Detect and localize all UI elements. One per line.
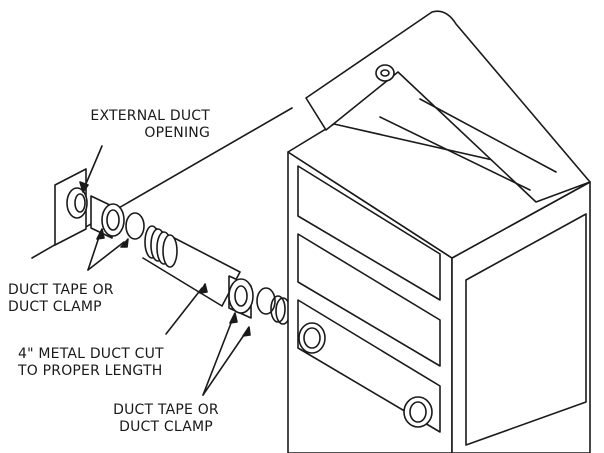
external-duct-opening [66,187,88,219]
label-duct-tape-upper: DUCT TAPE OR DUCT CLAMP [8,282,114,316]
label-external-duct-line2: OPENING [144,125,210,141]
side-panel-1 [297,165,441,301]
external-wall-plate [54,168,88,246]
label-metal-duct: 4" METAL DUCT CUT TO PROPER LENGTH [18,346,164,380]
label-duct-tape-lower: DUCT TAPE OR DUCT CLAMP [96,402,236,436]
label-external-duct-opening: EXTERNAL DUCT OPENING [50,108,210,142]
dryer-door [465,213,587,446]
label-duct-tape-upper-line2: DUCT CLAMP [8,299,102,315]
leader-lines [79,145,251,396]
label-external-duct-line1: EXTERNAL DUCT [90,108,210,124]
metal-duct [142,225,241,307]
dryer-lower-vent [403,396,433,428]
label-metal-duct-line2: TO PROPER LENGTH [18,363,163,379]
label-duct-tape-lower-line1: DUCT TAPE OR [113,402,219,418]
label-duct-tape-upper-line1: DUCT TAPE OR [8,282,114,298]
lower-duct-clamp [228,275,291,325]
side-panel-3 [297,299,441,433]
dryer [287,10,591,453]
label-metal-duct-line1: 4" METAL DUCT CUT [18,346,164,362]
dryer-exhaust-port [298,322,326,354]
upper-duct-clamp [90,195,145,240]
control-knob [375,64,395,82]
side-panel-2 [297,233,441,367]
label-duct-tape-lower-line2: DUCT CLAMP [119,419,213,435]
control-console [305,10,591,203]
